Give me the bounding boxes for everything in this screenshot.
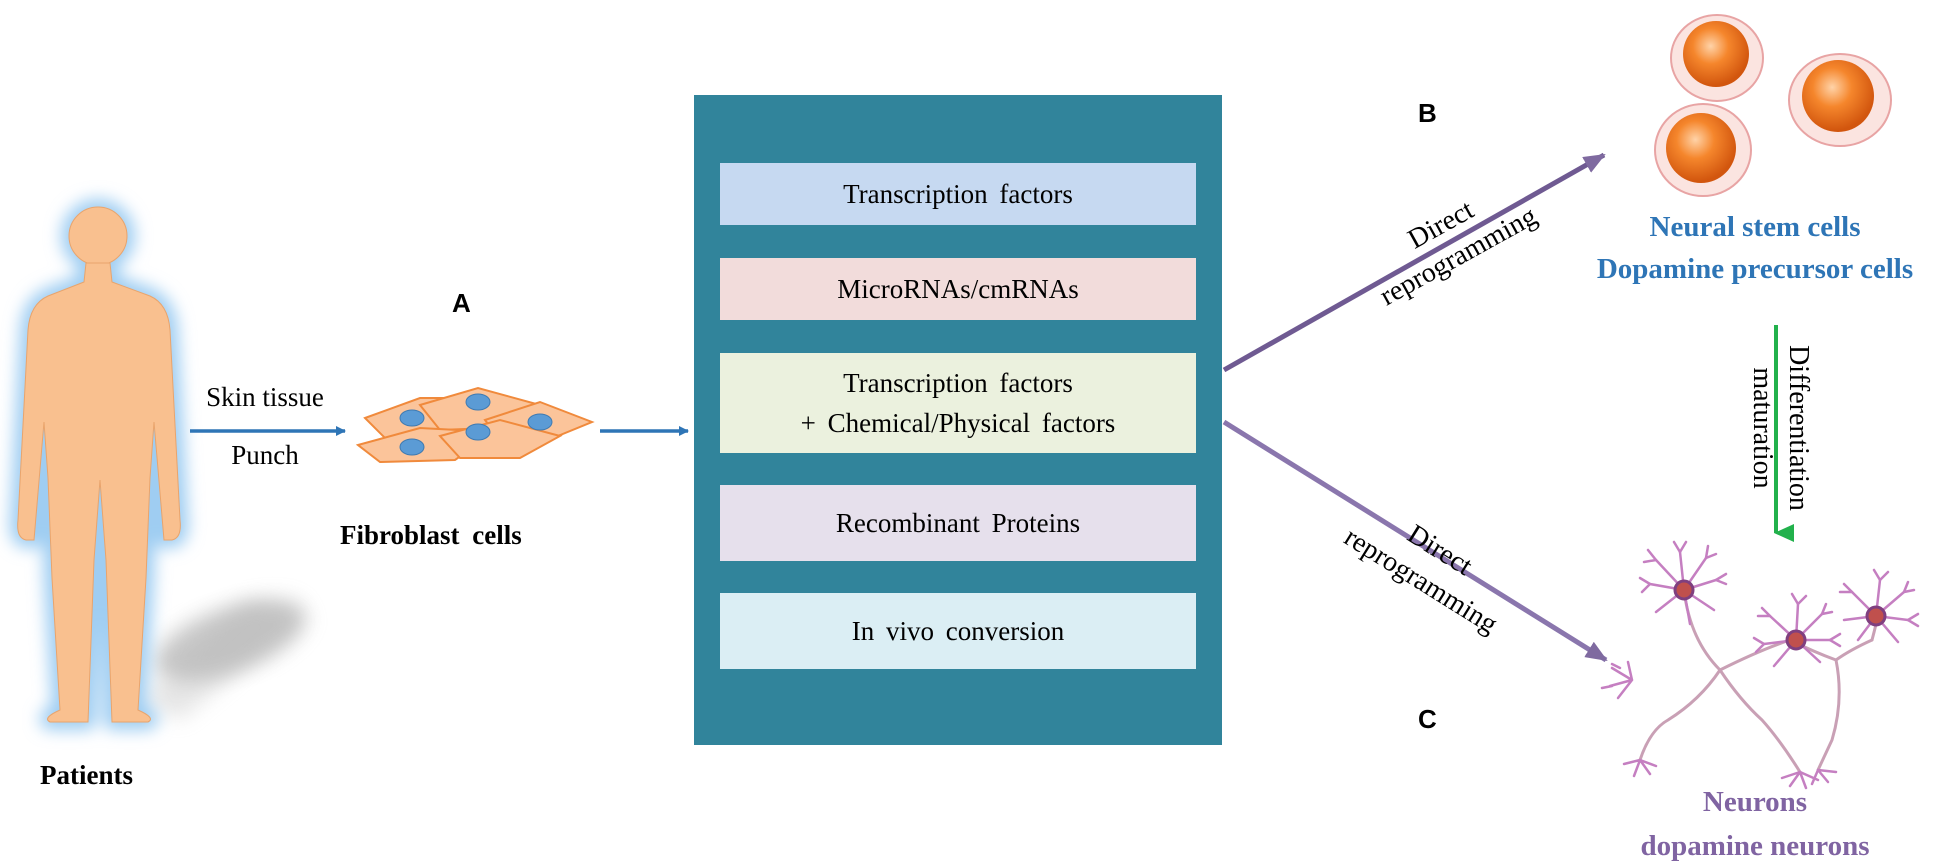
dopamine-neurons-line: dopamine neurons xyxy=(1640,830,1870,862)
punch-label: Punch xyxy=(231,440,299,470)
method-label-line2: + Chemical/Physical factors xyxy=(800,408,1116,438)
method-label: MicroRNAs/cmRNAs xyxy=(837,274,1079,304)
differentiation-label: Differentiation maturation xyxy=(1744,318,1816,538)
neurons-icon xyxy=(1600,540,1920,790)
method-transcription-factors: Transcription factors xyxy=(720,163,1196,225)
method-transcription-chemical: Transcription factors + Chemical/Physica… xyxy=(720,353,1196,453)
reprogramming-methods-panel: Transcription factors MicroRNAs/cmRNAs T… xyxy=(694,95,1222,745)
method-recombinant-proteins: Recombinant Proteins xyxy=(720,485,1196,561)
skin-tissue-label: Skin tissue xyxy=(206,382,324,412)
neurons-label: Neurons dopamine neurons xyxy=(1560,780,1950,868)
patient-figure-icon xyxy=(9,199,306,730)
differentiation-line2: maturation xyxy=(1747,367,1778,489)
method-in-vivo-conversion: In vivo conversion xyxy=(720,593,1196,669)
neurons-line1: Neurons xyxy=(1702,786,1808,818)
fibroblast-cells-label: Fibroblast cells xyxy=(340,520,522,550)
method-label: In vivo conversion xyxy=(851,616,1065,646)
neural-stem-cells-icon xyxy=(1654,14,1892,197)
direct-reprogramming-c-arrow xyxy=(1222,419,1608,663)
method-label: Transcription factors xyxy=(843,368,1073,398)
step-b-label: B xyxy=(1418,98,1437,128)
method-label: Recombinant Proteins xyxy=(835,508,1081,538)
differentiation-line1: Differentiation xyxy=(1783,345,1814,511)
method-micrornas: MicroRNAs/cmRNAs xyxy=(720,258,1196,320)
neural-stem-cells-label: Neural stem cells Dopamine precursor cel… xyxy=(1560,206,1950,290)
direct-reprogramming-b-arrow xyxy=(1222,152,1606,373)
dopamine-precursor-line: Dopamine precursor cells xyxy=(1596,253,1914,285)
patients-label: Patients xyxy=(40,760,133,790)
step-c-label: C xyxy=(1418,704,1437,734)
neural-stem-cells-line1: Neural stem cells xyxy=(1649,211,1861,243)
step-a-label: A xyxy=(452,288,471,318)
fibroblast-cells-icon xyxy=(355,386,595,464)
method-label: Transcription factors xyxy=(843,179,1073,209)
